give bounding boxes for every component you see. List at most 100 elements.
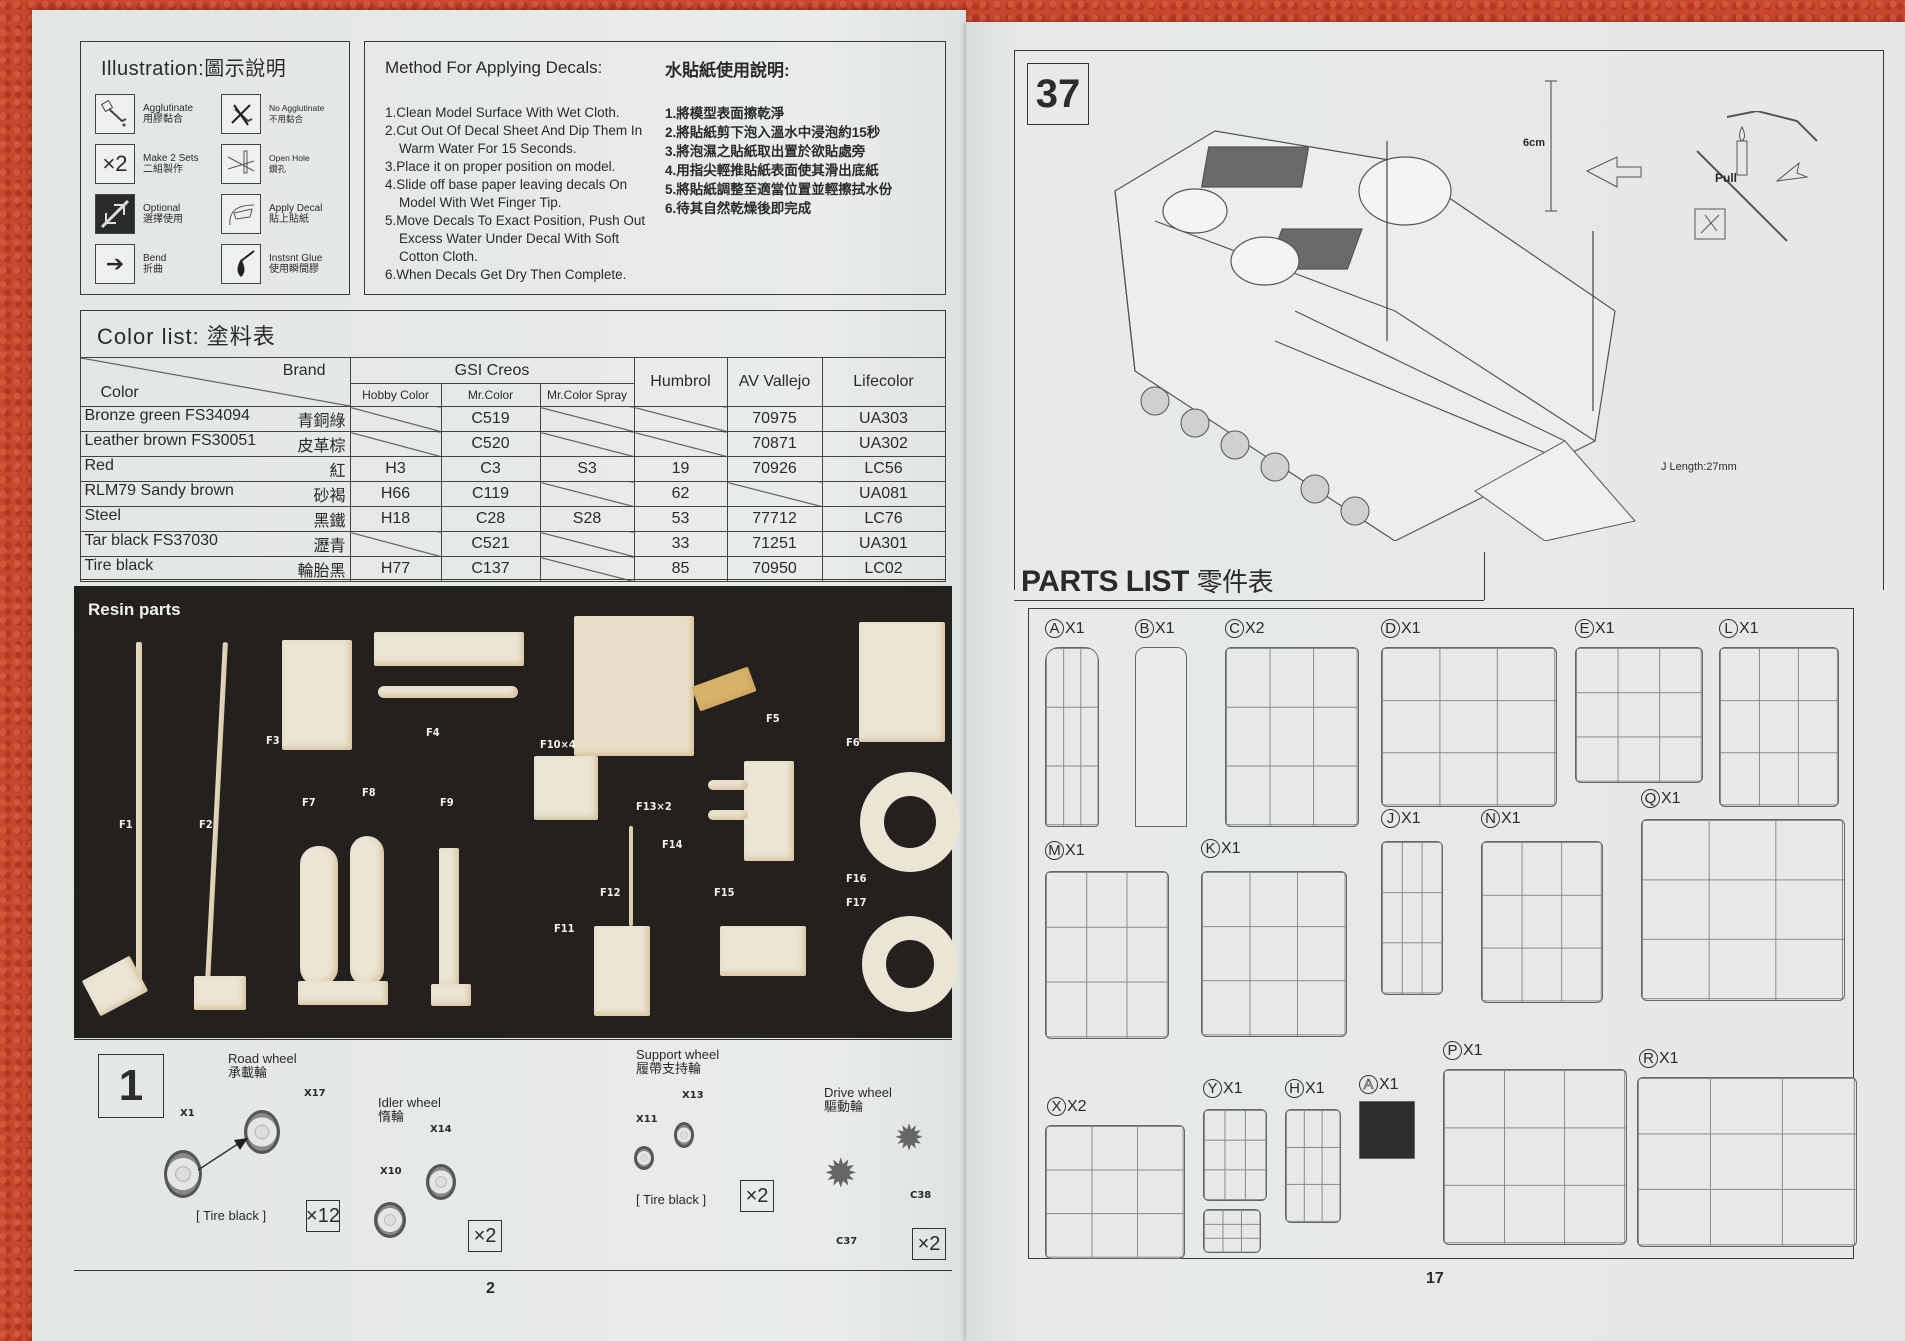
step-number: 1 [98, 1054, 164, 1118]
support-wheel-en: Support wheel [636, 1047, 720, 1062]
sprue-qty: X1 [1065, 619, 1085, 637]
decal-step: 1.將模型表面擦乾淨 [665, 106, 785, 121]
sprue-letter: K [1201, 839, 1220, 858]
antenna-dimension-line [1545, 80, 1557, 212]
legend-en: No Agglutinate [269, 103, 325, 113]
sprue-letter: Y [1203, 1079, 1222, 1098]
sprue-letter: B [1135, 619, 1154, 638]
decal-instructions: Method For Applying Decals: 水貼紙使用說明: 1.C… [364, 41, 946, 295]
multiplier-x2: ×2 [740, 1180, 774, 1212]
resin-part-f12 [629, 826, 633, 926]
legend-zh: 折曲 [143, 264, 163, 275]
sprue-e [1575, 647, 1703, 783]
step-37: 37 6cm [1014, 50, 1884, 590]
sprue-qty: X2 [1245, 619, 1265, 637]
sprue-p [1443, 1069, 1627, 1245]
legend-en: Apply Decal [269, 203, 323, 214]
color-code-spray [539, 481, 635, 507]
resin-part-f9 [439, 848, 459, 988]
color-code-spray: S28 [539, 506, 635, 532]
optional-arrows-icon [95, 194, 135, 234]
part-tag-x14: X14 [430, 1124, 452, 1135]
legend-zh: 二組製作 [143, 164, 183, 175]
idler-wheel-zh: 惰輪 [378, 1109, 405, 1124]
color-code-hobby: H77 [349, 556, 442, 582]
sprue-qty: X1 [1401, 619, 1421, 637]
sprue-y-small [1203, 1209, 1261, 1253]
sprue-qty: X1 [1501, 809, 1521, 827]
color-code-hobby: H66 [349, 481, 442, 507]
legend-zh: 不用黏合 [269, 114, 304, 124]
sprue-qty: X1 [1305, 1079, 1325, 1097]
color-code-vallejo: 77712 [726, 506, 823, 532]
header-mr-color-spray: Mr.Color Spray [539, 383, 635, 407]
idler-wheel-en: Idler wheel [378, 1095, 441, 1110]
part-tag-x11: X11 [636, 1114, 658, 1125]
sprue-r [1637, 1077, 1857, 1247]
support-wheel-zh: 履帶支持輪 [636, 1061, 702, 1076]
color-name-en: Red [84, 457, 114, 474]
color-code-humbrol: 85 [633, 556, 728, 582]
color-name-en: Tire black [84, 557, 154, 574]
sprue-c [1225, 647, 1359, 827]
idler-wheel-x14-icon [426, 1164, 456, 1200]
idler-wheel-x10-icon [374, 1202, 406, 1238]
multiplier-x2: ×2 [468, 1220, 502, 1252]
decal-step: 1.Clean Model Surface With Wet Cloth. [385, 105, 620, 120]
decal-step: 2.Cut Out Of Decal Sheet And Dip Them In… [385, 123, 643, 156]
parts-title-divider [1014, 600, 1484, 601]
legend-zh: 使用瞬間膠 [269, 264, 319, 275]
resin-label: F3 [266, 734, 280, 747]
color-name-zh: 瀝青 [313, 538, 346, 555]
resin-label: F14 [662, 838, 683, 851]
header-vallejo: AV Vallejo [726, 357, 823, 407]
resin-label: F1 [119, 818, 133, 831]
color-code-mrcolor: C3 [440, 456, 541, 482]
color-code-vallejo: 70950 [726, 556, 823, 582]
resin-part-f16-life-ring [860, 772, 960, 872]
resin-label: F2 [199, 818, 213, 831]
color-name-en: Tar black FS37030 [84, 532, 218, 549]
resin-part-f1 [136, 642, 142, 982]
sprue-letter: M [1045, 841, 1064, 860]
legend-en: Open Hole [269, 153, 310, 163]
color-code-vallejo: 70975 [726, 406, 823, 432]
resin-label: F6 [846, 736, 860, 749]
sprue-qty: X1 [1463, 1041, 1483, 1059]
sprue-letter: E [1575, 619, 1594, 638]
support-wheel-x11-icon [634, 1146, 654, 1170]
color-code-spray [539, 556, 635, 582]
color-code-lifecolor: UA303 [821, 406, 946, 432]
assembly-arrow-icon [197, 1138, 248, 1171]
color-code-vallejo [726, 481, 823, 507]
color-code-mrcolor: C520 [440, 431, 541, 457]
resin-part-f2-base [194, 976, 246, 1010]
part-tag-c38: C38 [910, 1190, 932, 1201]
instant-glue-drop-icon [221, 244, 261, 284]
color-name-zh: 黑鐵 [313, 513, 346, 530]
header-mr-color: Mr.Color [440, 383, 541, 407]
sprue-letter: J [1381, 809, 1400, 828]
resin-part-f11 [594, 926, 650, 1016]
resin-part-f5-ramp [691, 666, 757, 712]
sprue-qty: X1 [1739, 619, 1759, 637]
sprue-qty: X1 [1595, 619, 1615, 637]
